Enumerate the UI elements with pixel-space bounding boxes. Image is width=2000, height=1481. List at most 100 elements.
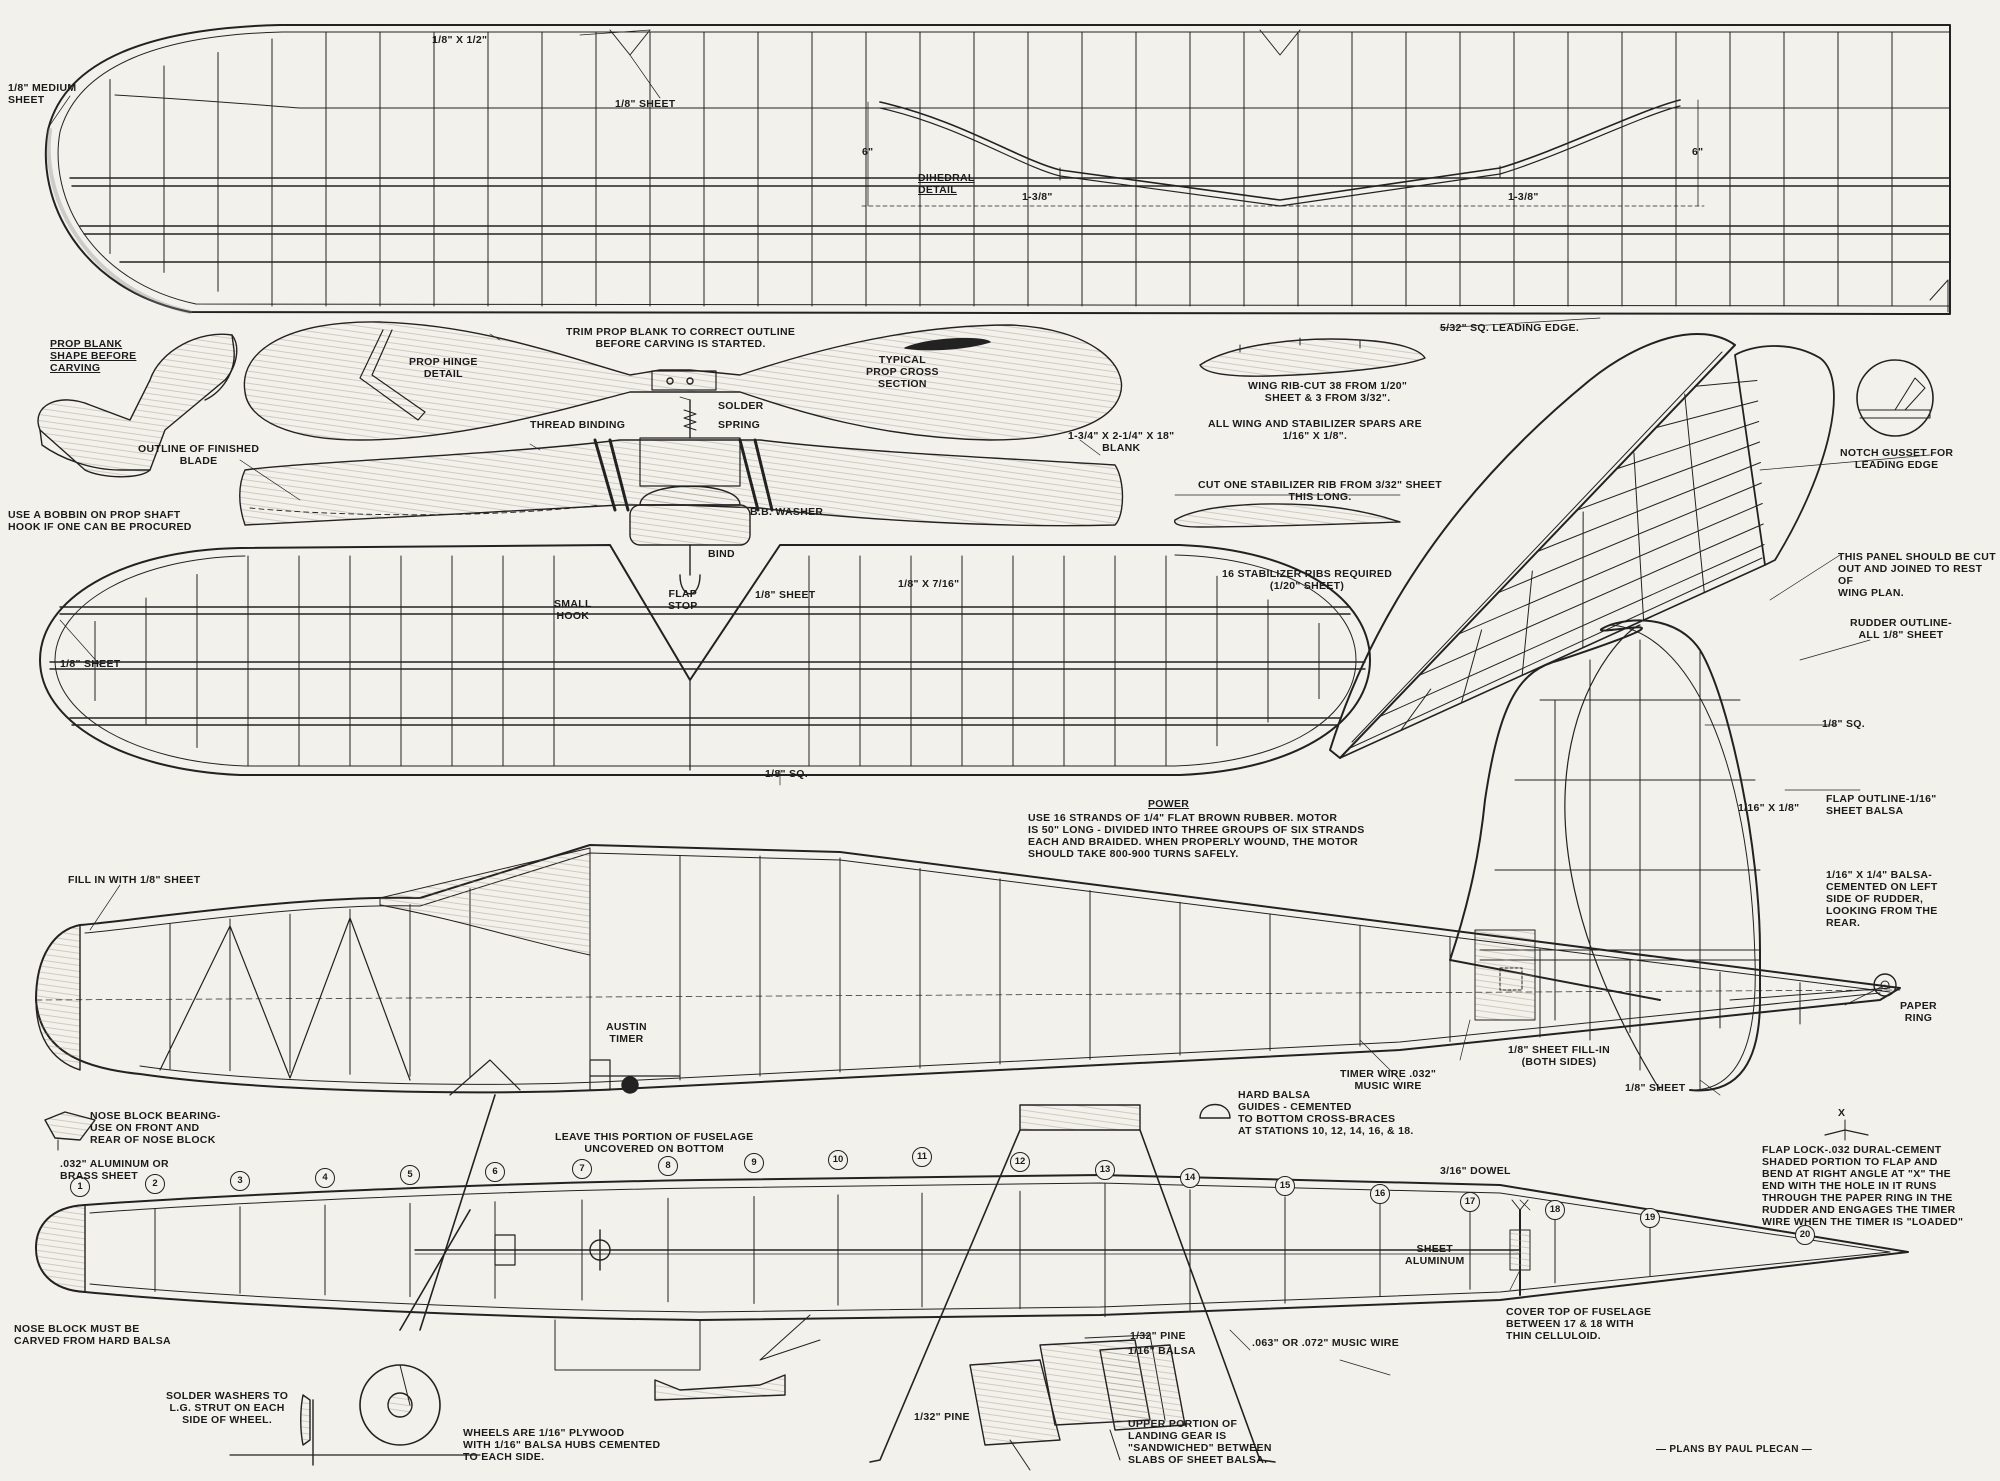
label-sheet-1-8-stab: 1/8" SHEET: [755, 589, 816, 601]
label-music-wire: .063" OR .072" MUSIC WIRE: [1252, 1337, 1399, 1349]
label-bb-washer: B.B. WASHER: [750, 506, 824, 518]
label-dihedral-1-3-8-right: 1-3/8": [1508, 191, 1539, 203]
station-number: 16: [1370, 1184, 1390, 1204]
station-number: 12: [1010, 1152, 1030, 1172]
station-number: 20: [1795, 1225, 1815, 1245]
plans-credit: — PLANS BY PAUL PLECAN —: [1656, 1444, 1813, 1455]
label-aluminum-brass: .032" ALUMINUM OR BRASS SHEET: [60, 1158, 169, 1182]
label-rudder-sq: 1/8" SQ.: [1822, 718, 1865, 730]
station-number: 4: [315, 1168, 335, 1188]
label-solder-washers: SOLDER WASHERS TO L.G. STRUT ON EACH SID…: [166, 1390, 289, 1426]
label-trim-prop: TRIM PROP BLANK TO CORRECT OUTLINE BEFOR…: [566, 326, 796, 350]
station-number: 5: [400, 1165, 420, 1185]
tip-rib: [1616, 421, 1760, 470]
station-number: 13: [1095, 1160, 1115, 1180]
station-number: 6: [485, 1162, 505, 1182]
label-pine-1-32-left: 1/32" PINE: [914, 1411, 970, 1423]
label-flap-stop: FLAP STOP: [668, 588, 698, 612]
station-number: 8: [658, 1156, 678, 1176]
flap-lock-icon: [1824, 1119, 1869, 1141]
label-dihedral-6-right: 6": [1692, 146, 1704, 158]
label-blank: 1-3/4" X 2-1/4" X 18" BLANK: [1068, 430, 1175, 454]
label-nose-block-bearing: NOSE BLOCK BEARING- USE ON FRONT AND REA…: [90, 1110, 221, 1146]
station-number: 9: [744, 1153, 764, 1173]
gear-sandwich-detail: [654, 1334, 1186, 1471]
label-dihedral-1-3-8-left: 1-3/8": [1022, 191, 1053, 203]
label-flap-outline: FLAP OUTLINE-1/16" SHEET BALSA: [1826, 793, 1937, 817]
label-power-title: POWER: [1148, 798, 1190, 810]
station-number: 11: [912, 1147, 932, 1167]
label-thread-binding: THREAD BINDING: [530, 419, 626, 431]
label-sheet-1-8-top: 1/8" SHEET: [615, 98, 676, 110]
label-dowel: 3/16" DOWEL: [1440, 1165, 1511, 1177]
label-spar-1-8x1-2: 1/8" X 1/2": [432, 34, 488, 46]
tip-rib: [1418, 523, 1764, 676]
label-sheet-1-8-fus: 1/8" SHEET: [1625, 1082, 1686, 1094]
label-wheels: WHEELS ARE 1/16" PLYWOOD WITH 1/16" BALS…: [463, 1427, 661, 1463]
stabilizer-plan: [39, 544, 1371, 776]
label-spar-1-8x7-16: 1/8" X 7/16": [898, 578, 960, 590]
label-medium-sheet: 1/8" MEDIUM SHEET: [8, 82, 77, 106]
label-austin-timer: AUSTIN TIMER: [606, 1021, 647, 1045]
stab-rib-profile: [1173, 494, 1401, 528]
tip-rib: [1497, 482, 1762, 594]
tip-spar: [1400, 688, 1432, 731]
station-number: 10: [828, 1150, 848, 1170]
label-cut-stab-rib: CUT ONE STABILIZER RIB FROM 3/32" SHEET …: [1198, 479, 1443, 503]
station-number: 17: [1460, 1192, 1480, 1212]
propeller-blank-side: [239, 399, 1124, 595]
tip-rib: [1379, 544, 1765, 718]
tip-spar: [1460, 629, 1483, 704]
label-bind: BIND: [708, 548, 735, 560]
fuselage-side-view: [35, 844, 1901, 1096]
label-leave-portion: LEAVE THIS PORTION OF FUSELAGE UNCOVERED…: [555, 1131, 754, 1155]
station-number: 19: [1640, 1208, 1660, 1228]
hard-balsa-guide-icon: [1199, 1103, 1231, 1119]
station-number: 14: [1180, 1168, 1200, 1188]
tip-spar: [1684, 393, 1705, 594]
label-balsa-cemented: 1/16" X 1/4" BALSA- CEMENTED ON LEFT SID…: [1826, 869, 1938, 929]
label-sheet-1-8-left: 1/8" SHEET: [60, 658, 121, 670]
station-number: 15: [1275, 1176, 1295, 1196]
label-notch-gusset: NOTCH GUSSET FOR LEADING EDGE: [1840, 447, 1954, 471]
label-nose-block-hard: NOSE BLOCK MUST BE CARVED FROM HARD BALS…: [14, 1323, 171, 1347]
wing-tip-panel: [1329, 333, 1835, 759]
label-dihedral-detail: DIHEDRAL DETAIL: [918, 172, 975, 196]
label-balsa-1-16: 1/16" BALSA: [1128, 1345, 1196, 1357]
prop-blank-detail: [37, 333, 238, 478]
label-outline-finished: OUTLINE OF FINISHED BLADE: [138, 443, 260, 467]
label-sheet-fill-in: 1/8" SHEET FILL-IN (BOTH SIDES): [1508, 1044, 1610, 1068]
label-paper-ring: PAPER RING: [1900, 1000, 1937, 1024]
label-use-bobbin: USE A BOBBIN ON PROP SHAFT HOOK IF ONE C…: [8, 509, 192, 533]
fuselage-top-view: [35, 1174, 1909, 1371]
notch-gusset-detail: [1856, 359, 1934, 437]
tip-rib: [1576, 441, 1761, 511]
label-sq-1-8-stab: 1/8" SQ.: [765, 768, 808, 780]
label-timer-wire: TIMER WIRE .032" MUSIC WIRE: [1340, 1068, 1437, 1092]
tip-spar: [1521, 570, 1533, 676]
tip-spar: [1633, 452, 1645, 621]
rudder-outline: [1449, 619, 1897, 1092]
station-number: 18: [1545, 1200, 1565, 1220]
station-number: 2: [145, 1174, 165, 1194]
label-dihedral-6-left: 6": [862, 146, 874, 158]
label-rudder-outline: RUDDER OUTLINE- ALL 1/8" SHEET: [1850, 617, 1952, 641]
label-small-hook: SMALL HOOK: [554, 598, 592, 622]
label-wing-rib: WING RIB-CUT 38 FROM 1/20" SHEET & 3 FRO…: [1248, 380, 1408, 404]
tip-rib: [1655, 400, 1759, 429]
nose-block-bearing-icon: [44, 1111, 96, 1151]
tip-rib: [1458, 503, 1763, 635]
label-fill-in: FILL IN WITH 1/8" SHEET: [68, 874, 201, 886]
propeller-blank-top: [243, 321, 1123, 441]
leader-lines: [47, 29, 1931, 1376]
label-leading-edge: 5/32" SQ. LEADING EDGE.: [1440, 322, 1580, 334]
label-x-mark: X: [1838, 1107, 1846, 1119]
station-number: 1: [70, 1177, 90, 1197]
label-sheet-aluminum: SHEET ALUMINUM: [1405, 1243, 1465, 1267]
label-hard-balsa-guides: HARD BALSA GUIDES - CEMENTED TO BOTTOM C…: [1238, 1089, 1414, 1137]
label-prop-hinge: PROP HINGE DETAIL: [409, 356, 478, 380]
label-spring: SPRING: [718, 419, 761, 431]
label-power-text: USE 16 STRANDS OF 1/4" FLAT BROWN RUBBER…: [1028, 812, 1365, 860]
label-all-spars: ALL WING AND STABILIZER SPARS ARE 1/16" …: [1208, 418, 1422, 442]
